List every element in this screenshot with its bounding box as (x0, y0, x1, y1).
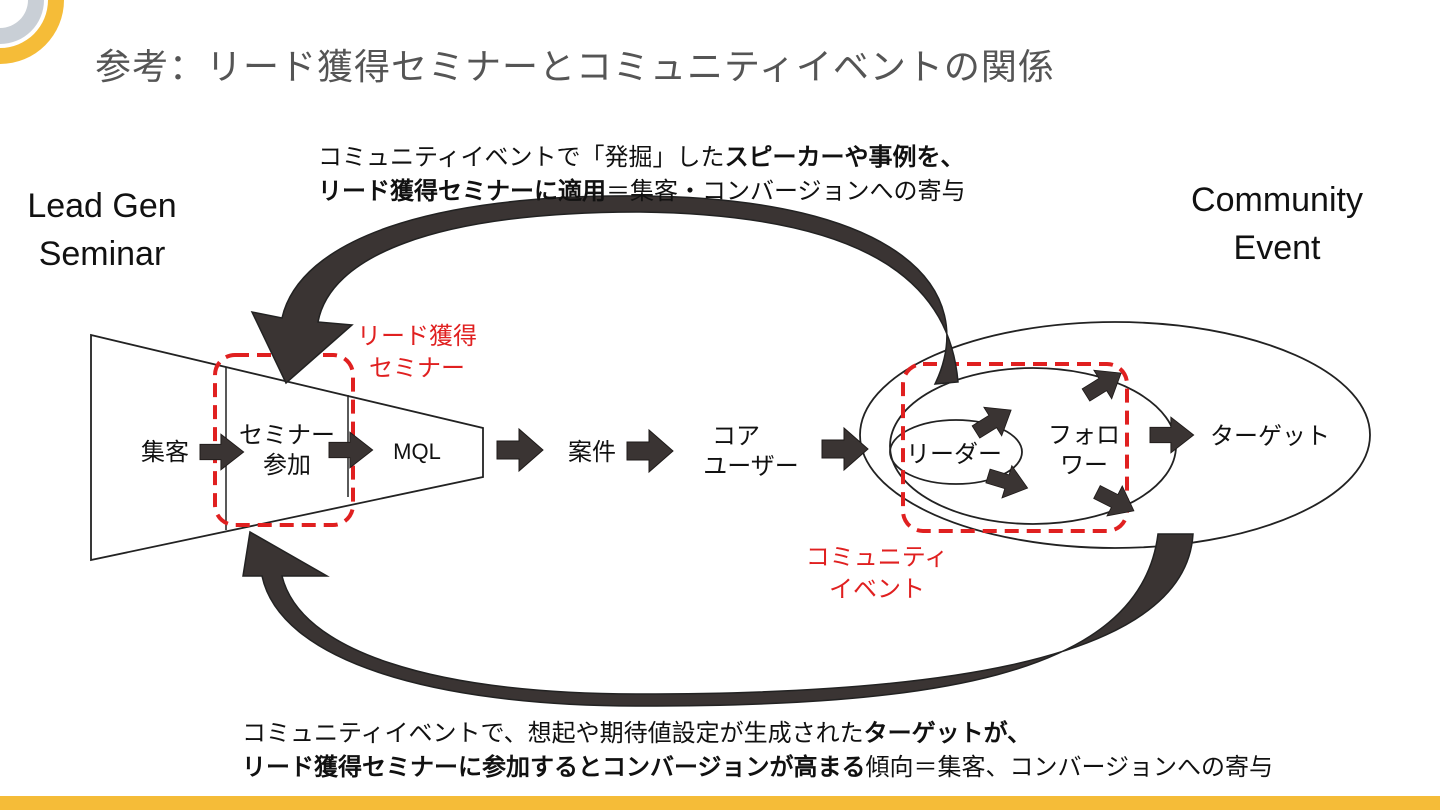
arrow-right-icon (626, 429, 674, 473)
left-heading-line2: Seminar (38, 235, 166, 273)
left-heading-line1: Lead Gen (27, 187, 177, 225)
funnel-stage-attend-line2: 参加 (263, 451, 311, 479)
bottom-caption: コミュニティイベントで、想起や期待値設定が生成されたターゲットが、 リード獲得セ… (242, 716, 1273, 784)
event-red-label-line1: コミュニティ (805, 543, 949, 571)
arrow-right-icon (821, 427, 869, 471)
bottom-caption-line1a: コミュニティイベントで、想起や期待値設定が生成された (242, 719, 864, 747)
top-curved-arrow (250, 195, 959, 385)
left-heading: Lead Gen Seminar (12, 182, 192, 278)
community-leader: リーダー (906, 440, 1002, 468)
seminar-red-label: リード獲得 セミナー (342, 320, 492, 384)
event-red-label-line2: イベント (829, 575, 925, 603)
bottom-caption-line2b: 傾向＝集客、コンバージョンへの寄与 (865, 753, 1274, 781)
target-ellipse (859, 321, 1371, 549)
top-caption-line2a: リード獲得セミナーに適用 (318, 177, 606, 205)
arrow-right-icon (1149, 416, 1195, 454)
community-follower-line1: フォロ (1048, 421, 1120, 449)
funnel-stage-attract: 集客 (141, 438, 189, 466)
right-heading: Community Event (1168, 176, 1386, 272)
top-caption: コミュニティイベントで「発掘」したスピーカーや事例を、 リード獲得セミナーに適用… (318, 140, 966, 208)
funnel-stage-attend: セミナー 参加 (228, 420, 346, 480)
funnel-stage-attend-line1: セミナー (239, 421, 335, 449)
top-caption-line1b: スピーカーや事例を、 (724, 143, 965, 171)
seminar-red-label-line2: セミナー (369, 354, 465, 382)
event-red-label: コミュニティ イベント (792, 541, 962, 605)
community-target: ターゲット (1210, 422, 1330, 450)
top-caption-line1a: コミュニティイベントで「発掘」した (318, 143, 725, 171)
right-heading-line2: Event (1233, 229, 1321, 267)
community-follower: フォロ ワー (1036, 420, 1132, 480)
right-heading-line1: Community (1191, 181, 1363, 219)
community-follower-line2: ワー (1060, 451, 1108, 479)
top-caption-line2b: ＝集客・コンバージョンへの寄与 (606, 177, 966, 205)
funnel-shape (90, 333, 484, 562)
footer-accent-bar (0, 796, 1440, 810)
event-highlight-box (901, 362, 1129, 533)
funnel-stage-mql: MQL (393, 439, 441, 464)
corner-arc-decoration (0, 0, 64, 64)
leader-ellipse (889, 419, 1023, 485)
bottom-curved-arrow (242, 530, 1194, 707)
bottom-caption-line2a: リード獲得セミナーに参加するとコンバージョンが高まる (242, 753, 866, 781)
flow-core-user: コア ユーザー (688, 421, 814, 481)
bottom-caption-line1b: ターゲットが、 (863, 719, 1032, 747)
page-title: 参考：リード獲得セミナーとコミュニティイベントの関係 (95, 47, 1055, 88)
arrow-right-icon (496, 428, 544, 472)
flow-core-user-line1: コア (712, 422, 760, 450)
seminar-red-label-line1: リード獲得 (357, 322, 477, 350)
flow-deal: 案件 (568, 438, 616, 466)
flow-core-user-line2: ユーザー (703, 452, 799, 480)
